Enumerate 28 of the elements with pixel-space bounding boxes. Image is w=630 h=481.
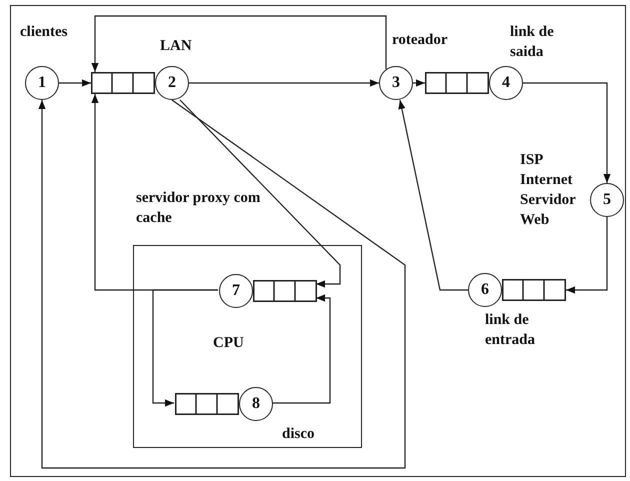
arrow — [413, 79, 425, 87]
station-circle: 7 — [219, 274, 253, 308]
station-circle: 3 — [379, 66, 413, 100]
arrow — [59, 79, 91, 87]
station-label: ISP Internet Servidor Web — [520, 151, 577, 230]
arrow — [398, 100, 468, 291]
arrow — [523, 82, 611, 183]
station-circle: 8 — [239, 387, 273, 421]
station-circle: 4 — [489, 66, 523, 100]
station-label: link de entrada — [485, 311, 536, 350]
station-circle: 6 — [468, 273, 502, 307]
arrow — [180, 100, 341, 288]
arrow — [38, 100, 406, 469]
station-circle: 1 — [25, 66, 59, 100]
station-label: CPU — [213, 334, 245, 353]
station-label: link de saida — [510, 23, 555, 62]
arrow — [272, 294, 331, 404]
arrow — [566, 217, 608, 294]
arrow — [189, 79, 379, 87]
arrow — [152, 289, 218, 407]
station-circle: 5 — [590, 183, 624, 217]
arrow — [91, 15, 387, 72]
station-label: LAN — [160, 37, 193, 56]
station-label: roteador — [392, 31, 449, 50]
station-label: disco — [282, 425, 316, 444]
box-heading: servidor proxy com cache — [136, 189, 262, 228]
station-circle: 2 — [155, 66, 189, 100]
station-label: clientes — [20, 23, 68, 42]
